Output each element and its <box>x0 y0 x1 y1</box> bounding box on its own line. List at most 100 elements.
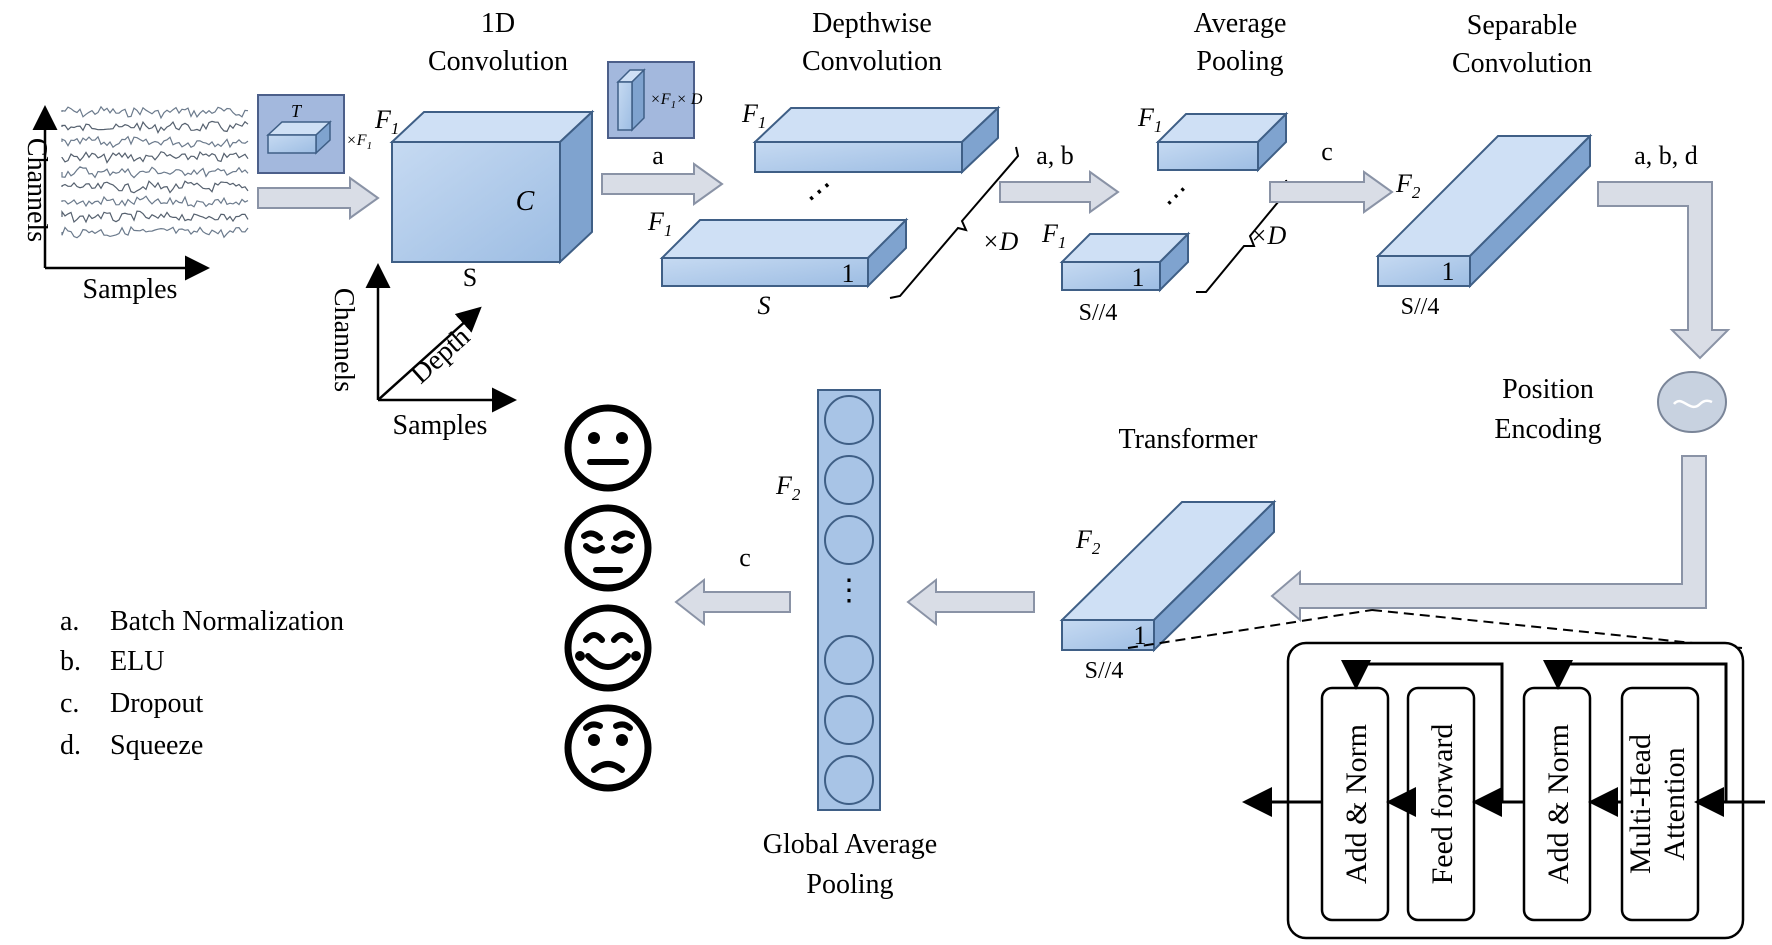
tr-S-label: S//4 <box>1085 658 1124 684</box>
multi-head-label: Multi-Head <box>1624 734 1657 874</box>
legend-key-c: c. <box>60 688 79 719</box>
arrow-ap-to-sep <box>1269 170 1394 214</box>
gap-neuron <box>824 395 874 445</box>
arrow-sep-to-position <box>1597 181 1731 360</box>
position-wave-icon <box>1673 399 1713 409</box>
sep-block <box>1375 133 1593 289</box>
arrow-label-abd: a, b, d <box>1634 141 1698 170</box>
ap-block-bottom <box>1059 231 1191 293</box>
conv-S-label: S <box>463 263 477 292</box>
ap-depth-1: 1 <box>1132 263 1145 292</box>
dw-ellipsis: ⋯ <box>797 169 841 214</box>
add-norm-label-1: Add & Norm <box>1542 724 1575 884</box>
arrow-input-to-conv <box>257 176 380 220</box>
eeg-trace <box>61 150 249 164</box>
ap-S-label: S//4 <box>1079 300 1118 326</box>
residual-arrow-2 <box>1341 660 1504 802</box>
conv1d-title-2: Convolution <box>428 46 568 77</box>
legend-text-a: Batch Normalization <box>110 606 344 637</box>
legend-text-c: Dropout <box>110 688 204 719</box>
position-title-2: Encoding <box>1494 414 1601 445</box>
input-samples-label: Samples <box>83 274 178 305</box>
cube-depth-label: Depth <box>405 321 477 390</box>
dw-xD-label: ×D <box>982 227 1019 256</box>
dw-kernel-column <box>616 68 646 132</box>
eeg-trace <box>61 225 249 239</box>
ap-top-F1: F1 <box>1137 103 1162 136</box>
neutral-face-icon <box>564 404 652 492</box>
arrow-label-a: a <box>652 141 664 170</box>
avgpool-title-1: Average <box>1194 8 1287 39</box>
ap-xD-label: ×D <box>1250 221 1287 250</box>
transformer-title: Transformer <box>1119 424 1259 455</box>
arrow-label-c: c <box>1321 137 1333 166</box>
legend-key-d: d. <box>60 730 81 761</box>
dw-block-top <box>752 105 1001 175</box>
gap-neuron <box>824 695 874 745</box>
gap-dots: ⋮ <box>834 574 864 607</box>
sep-S-label: S//4 <box>1401 294 1440 320</box>
dw-kernel-mult: ×F1× D <box>650 91 703 111</box>
tr-depth-1: 1 <box>1134 621 1147 650</box>
legend: a. Batch Normalization b. ELU c. Dropout… <box>60 606 344 761</box>
input-channels-label: Channels <box>21 138 52 242</box>
eeg-trace <box>61 105 249 120</box>
conv-output-cube <box>389 109 595 265</box>
tr-F2: F2 <box>1075 525 1101 558</box>
cube-samples-label: Samples <box>393 410 488 441</box>
sad-face-icon <box>564 504 652 592</box>
input-signal-plot <box>32 105 249 281</box>
arrow-label-c2: c <box>739 543 751 572</box>
residual-arrow-1 <box>1543 660 1728 802</box>
depthwise-title-1: Depthwise <box>812 8 932 39</box>
dw-S-label: S <box>758 291 771 320</box>
arrow-label-ab: a, b <box>1036 141 1074 170</box>
arrow-conv-to-dw <box>601 162 724 206</box>
legend-text-d: Squeeze <box>110 730 203 761</box>
depthwise-title-2: Convolution <box>802 46 942 77</box>
transformer-block <box>1059 499 1277 653</box>
ap-ellipsis: ⋯ <box>1155 175 1197 217</box>
cube-channels-label: Channels <box>328 288 359 392</box>
worried-face-icon <box>564 704 652 792</box>
eeg-trace <box>61 180 249 194</box>
gap-F2: F2 <box>775 471 801 504</box>
conv-F1-label: F1 <box>374 105 399 138</box>
eeg-traces <box>61 105 249 239</box>
attention-label: Attention <box>1658 747 1691 860</box>
gap-neuron <box>824 635 874 685</box>
eeg-trace <box>61 135 249 149</box>
gap-neurons <box>824 395 874 805</box>
arrow-transformer-to-gap <box>906 577 1035 627</box>
gap-neuron <box>824 455 874 505</box>
conv1d-title-1: 1D <box>481 8 515 39</box>
sep-F2: F2 <box>1395 169 1421 202</box>
eeg-trace <box>61 195 249 208</box>
eeg-trace <box>61 166 249 179</box>
ap-block-top <box>1155 111 1289 173</box>
dw-bracket <box>889 146 1020 299</box>
eeg-trace <box>61 120 249 135</box>
legend-text-b: ELU <box>110 646 164 677</box>
avgpool-title-2: Pooling <box>1196 46 1283 77</box>
arrow-position-to-transformer <box>1270 455 1707 623</box>
feed-forward-label: Feed forward <box>1426 724 1459 885</box>
gap-neuron <box>824 515 874 565</box>
ap-bottom-F1: F1 <box>1041 219 1066 252</box>
position-title-1: Position <box>1502 374 1594 405</box>
arrow-gap-to-output <box>674 577 791 627</box>
conv-kernel-T: T <box>291 101 303 121</box>
gap-neuron <box>824 755 874 805</box>
dw-top-F1: F1 <box>741 99 766 132</box>
gap-title-2: Pooling <box>806 869 893 900</box>
legend-key-a: a. <box>60 606 79 637</box>
position-encoding-icon <box>1657 371 1727 433</box>
conv-C-label: C <box>516 186 535 217</box>
sep-depth-1: 1 <box>1442 257 1455 286</box>
happy-face-icon <box>564 604 652 692</box>
transformer-detail: Add & Norm Feed forward Add & Norm Multi… <box>1127 609 1765 940</box>
gap-title-1: Global Average <box>763 829 937 860</box>
dw-block-bottom <box>659 217 909 289</box>
add-norm-label-2: Add & Norm <box>1340 724 1373 884</box>
